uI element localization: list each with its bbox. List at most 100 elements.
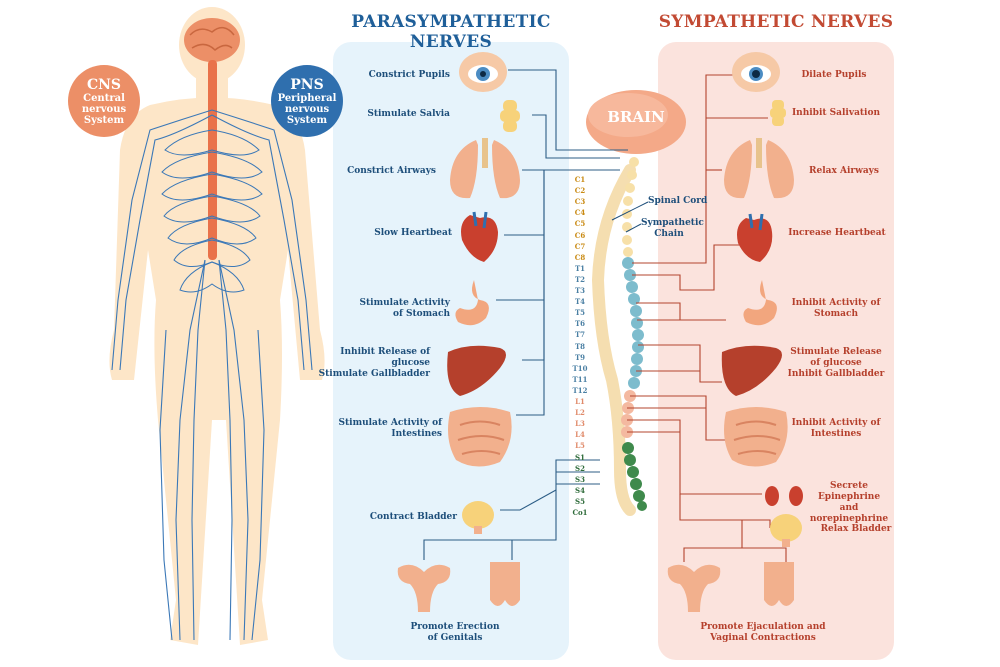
segment-c8: C8 [574,252,586,262]
para-effect-7-line2: Intestines [391,429,442,439]
para-effect-9-line2: of Genitals [427,633,483,643]
symp-effect-5-line2: Stomach [813,309,859,319]
segment-s5: S5 [575,496,585,506]
segment-l3: L3 [575,419,585,429]
segment-c1: C1 [574,175,586,184]
para-genitals-icon [397,562,520,612]
cns-badge: CNS Central nervous System [68,65,140,137]
parasympathetic-lines [423,69,628,560]
symp-effect-2: Inhibit Salivation [782,108,890,119]
sympathetic-chain [621,157,647,511]
para-eye-icon [459,52,507,92]
symp-bladder-icon [770,514,802,547]
human-body-figure [109,7,325,645]
para-effect-2: Stimulate Salvia [330,109,450,120]
segment-co1: Co1 [572,508,588,517]
sympathetic-header: SYMPATHETIC NERVES [658,12,894,32]
para-effect-2-line1: Stimulate Salvia [367,109,450,119]
para-effect-3-line1: Constrict Airways [347,166,436,176]
sympathetic-chain-label-line2: Chain [654,229,684,239]
para-effect-8-line1: Contract Bladder [369,512,457,522]
symp-effect-8-line3: norepinephrine [809,514,889,524]
cns-line1: Central [83,92,125,104]
segment-t1: T1 [574,263,586,273]
symp-genitals-icon [667,562,794,612]
segment-t10: T10 [572,363,588,373]
segment-s2: S2 [575,463,585,473]
para-effect-5-line2: of Stomach [392,309,450,319]
para-effect-9-line1: Promote Erection [410,622,500,632]
segment-t12: T12 [572,385,588,395]
symp-effect-4: Increase Heartbeat [783,228,891,239]
segment-t3: T3 [574,286,586,295]
symp-intestines-icon [724,407,788,467]
segment-t11: T11 [572,374,588,384]
body-spinal-cord [208,60,217,260]
symp-effect-4-line1: Increase Heartbeat [788,228,886,238]
symp-effect-6-line1: Stimulate Release [790,347,882,357]
para-heart-icon [461,211,498,262]
segment-c2: C2 [574,186,586,196]
parasympathetic-header: PARASYMPATHETIC NERVES [351,12,551,52]
para-stomach-icon [455,280,489,326]
para-lungs-icon [450,138,520,199]
para-liver-icon [447,345,506,396]
symp-effect-1: Dilate Pupils [784,70,884,81]
para-effect-7-line1: Stimulate Activity of [338,418,443,428]
segment-l2: L2 [575,408,585,418]
para-effect-5-line1: Stimulate Activity [359,298,450,308]
symp-effect-3-line1: Relax Airways [809,166,879,176]
symp-effect-6-line2: of glucose [810,358,862,368]
symp-effect-8-line2: Epinephrine and [817,492,881,513]
symp-effect-7-line2: Intestines [810,429,862,439]
segment-l1: L1 [575,397,585,406]
para-effect-4-line1: Slow Heartbeat [374,228,452,238]
para-intestines-icon [448,407,512,467]
segment-c6: C6 [574,230,586,240]
segment-t5: T5 [574,308,586,318]
para-effect-6-line1: Inhibit Release of [340,347,430,357]
symp-effect-7-line1: Inhibit Activity of [791,418,881,428]
segment-c5: C5 [574,219,586,229]
symp-adrenal-kidney-icon [765,486,803,506]
para-effect-1-line1: Constrict Pupils [368,70,450,80]
symp-effect-10-line2: Vaginal Contractions [710,633,816,643]
segment-t7: T7 [574,330,586,340]
segment-c3: C3 [574,197,586,207]
segment-s3: S3 [575,474,585,484]
segment-t6: T6 [574,319,586,329]
symp-effect-1-line1: Dilate Pupils [801,70,867,80]
symp-salivary-gland-icon [770,100,786,126]
sympathetic-chain-label: Sympathetic Chain [641,218,704,240]
symp-stomach-icon [743,280,777,326]
symp-heart-icon [737,213,773,262]
symp-effect-8-line1: Secrete [829,481,869,491]
para-salivary-gland-icon [500,100,520,132]
symp-effect-9-line1: Relax Bladder [820,524,892,534]
symp-effect-6-line3: Inhibit Gallbladder [787,369,885,379]
segment-t4: T4 [574,297,586,307]
segment-c4: C4 [574,208,586,218]
para-bladder-icon [462,501,494,534]
spinal-cord-label: Spinal Cord [648,196,708,206]
para-effect-8: Contract Bladder [330,512,457,523]
symp-effect-3: Relax Airways [794,166,894,177]
segment-s4: S4 [575,485,585,495]
center-spine [591,164,636,516]
symp-effect-9: Relax Bladder [806,524,906,535]
segment-l4: L4 [575,430,585,440]
para-effect-1: Constrict Pupils [330,70,450,81]
segment-t8: T8 [574,341,586,351]
sympathetic-lines [627,74,787,562]
pns-line3: System [286,114,328,126]
pns-badge: PNS Peripheral nervous System [271,65,343,137]
cns-line2: nervous [81,103,127,115]
segment-s1: S1 [575,452,585,462]
